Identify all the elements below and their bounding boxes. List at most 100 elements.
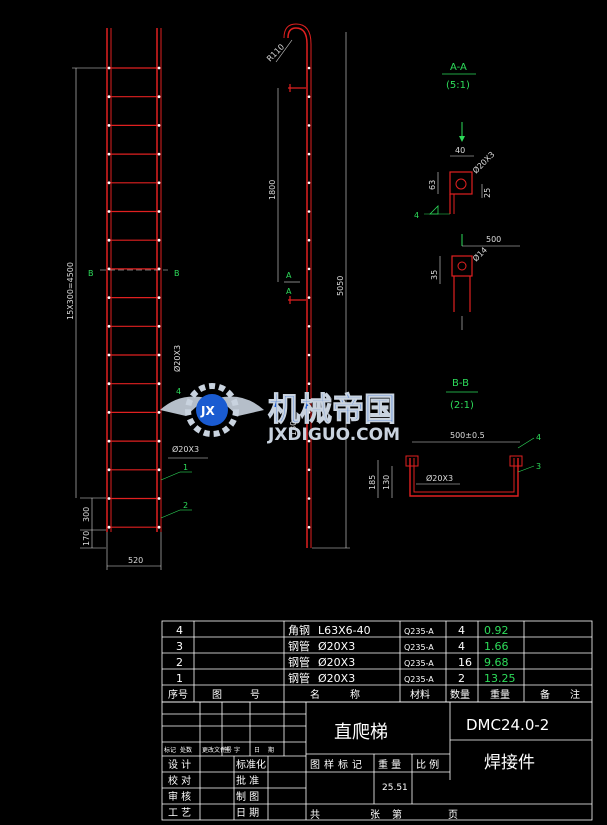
dim-a-40: 40 [455,146,465,155]
dim-b-500: 500±0.5 [450,431,485,440]
bom-no: 1 [176,672,183,685]
watermark-cn: 机械帝国 [268,390,396,428]
side-rung-mark [307,210,311,213]
svg-text:备: 备 [540,688,550,701]
revision-label: 字 [234,746,240,754]
weld-balloon-4: 4 [414,211,419,220]
revision-label: 更改文件号 [202,746,232,754]
bom-material: Q235-A [404,675,434,684]
watermark-logo-text: JX [200,404,215,418]
svg-text:批 准: 批 准 [236,774,259,787]
svg-text:名: 名 [310,688,320,701]
svg-text:第: 第 [392,808,402,821]
part-type: 焊接件 [484,753,535,773]
bom-name: 钢管 [288,671,310,685]
svg-text:号: 号 [250,689,260,701]
revision-label: 处数 [180,746,192,754]
bom-weight: 9.68 [484,656,509,669]
bom-spec: Ø20X3 [318,656,355,669]
dim-b-185: 185 [368,475,377,490]
side-rung-mark [307,411,311,414]
watermark-en: JXDIGUO.COM [267,425,400,445]
section-b-b: B-B (2:1) 500±0.5 185 130 Ø20X3 4 3 [368,378,541,498]
section-a-a-title: A-A [450,62,467,73]
dim-a-35: 35 [430,270,439,280]
svg-text:页: 页 [448,809,458,821]
svg-text:图: 图 [212,689,222,701]
svg-text:图: 图 [310,759,320,771]
svg-text:注: 注 [570,688,580,701]
revision-label: 签 [224,746,230,754]
side-rung-mark [307,66,311,70]
total-weight: 25.51 [382,783,408,793]
svg-text:标准化: 标准化 [236,758,266,771]
balloon-2: 2 [183,501,188,510]
bom-weight: 0.92 [484,624,509,637]
bom-name: 钢管 [288,655,310,669]
bom-qty: 4 [458,640,465,653]
balloon-b-3: 3 [536,462,541,471]
section-a-a: A-A (5:1) 40 63 25 Ø20X3 4 500 35 Ø14 [414,62,520,330]
pipe-note-lower: Ø20X3 [172,444,199,454]
side-rung-mark [307,325,311,328]
svg-text:材料: 材料 [410,688,430,701]
dim-a-500: 500 [486,235,501,244]
side-rung-mark [307,238,311,242]
side-rung-marks [307,66,311,529]
bom-qty: 2 [458,672,465,685]
bom-qty: 4 [458,624,465,637]
bom-spec: L63X6-40 [318,624,371,637]
side-rung-mark [307,181,311,185]
ladder-rungs [107,66,161,529]
side-rung-mark [307,497,311,500]
section-b-b-title: B-B [452,378,469,389]
revision-label: 期 [268,746,274,754]
svg-text:校 对: 校 对 [168,774,191,787]
side-rung-mark [307,439,311,443]
section-mark-b-left: B [88,269,94,278]
section-a-a-scale: (5:1) [446,80,470,91]
drawing-number: DMC24.0-2 [466,716,549,734]
bom-no: 4 [176,624,183,637]
balloon-1: 1 [183,463,188,472]
ladder-front-view: B B 15X300=4500 300 170 520 Ø20X3 Ø20X3 … [66,28,208,570]
section-b-b-scale: (2:1) [450,400,474,411]
dim-width-520: 520 [128,556,143,565]
side-rung-mark [307,152,311,156]
svg-text:重量: 重量 [490,688,510,701]
side-rung-mark [307,267,311,271]
side-rung-mark [307,525,311,529]
dim-total-height: 15X300=4500 [66,262,75,320]
balloon-b-4: 4 [536,433,541,442]
svg-text:设 计: 设 计 [168,758,191,771]
bom-table [161,620,593,703]
side-rung-mark [307,353,311,357]
section-mark-a-2: A [286,287,292,296]
svg-text:重 量: 重 量 [378,758,401,771]
svg-text:标: 标 [338,759,348,771]
svg-text:比 例: 比 例 [416,758,439,771]
bom-no: 3 [176,640,183,653]
revision-label: 日 [254,747,260,754]
ladder-side-view: A A R110 1800 5050 130 [265,23,350,549]
dim-b-130: 130 [382,475,391,490]
svg-text:制 图: 制 图 [236,790,259,803]
section-mark-b-right: B [174,269,180,278]
svg-text:称: 称 [350,688,360,701]
balloon-4: 4 [176,387,181,396]
bom-name: 角钢 [288,624,310,637]
dim-1800: 1800 [268,180,277,200]
bom-weight: 1.66 [484,640,509,653]
svg-text:张: 张 [370,809,380,821]
bom-material: Q235-A [404,659,434,668]
svg-text:数量: 数量 [450,688,470,701]
bom-header: 序号 图 号 名 称 材料 数量 重量 备 注 [168,688,580,701]
pipe-note-upper: Ø20X3 [172,345,182,372]
svg-text:日 期: 日 期 [236,807,259,819]
title-block-text: 直爬梯 DMC24.0-2 焊接件 25.51 标记处数更改文件号签字日期 设 … [164,716,549,821]
section-mark-a-1: A [286,271,292,280]
drawing-title: 直爬梯 [334,722,388,743]
svg-text:共: 共 [310,809,320,821]
